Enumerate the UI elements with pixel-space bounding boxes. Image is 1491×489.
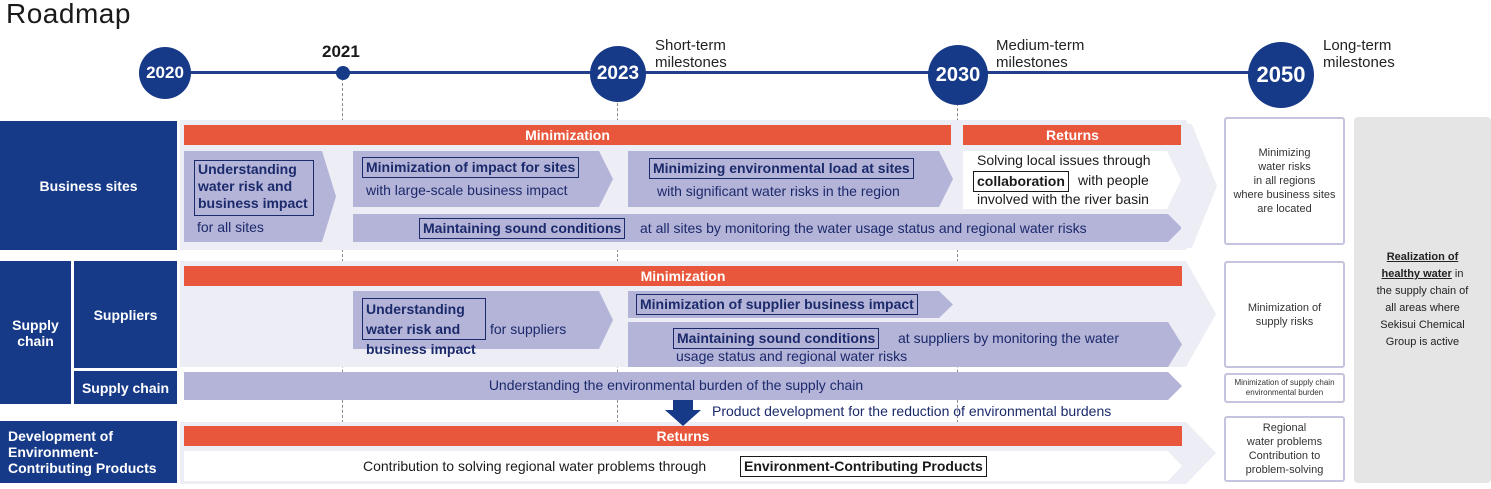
goal-regional-water-problems: Regional water problems Contribution to … [1224,416,1345,482]
medium-term-label: Medium-term milestones [996,37,1085,71]
final-goal-bold-2: healthy water [1381,268,1452,280]
goal-supply-chain-burden: Minimization of supply chain environment… [1224,373,1345,403]
with-people-text: with people [1078,172,1149,188]
understanding-suppliers-line1: Understanding water risk and [366,301,465,337]
minimization-bar-suppliers: Minimization [184,266,1182,286]
arrow-understanding-water-risk [184,151,336,242]
maintaining-sound-suppliers-box: Maintaining sound conditions [673,328,880,349]
arrow-minimization-supplier-impact [628,291,953,318]
minimization-bar-business: Minimization [184,125,951,145]
long-term-label: Long-term milestones [1323,37,1395,71]
row-header-supply-chain: Supply chain [74,371,177,404]
usage-status-text: usage status and regional water risks [676,348,908,364]
understanding-suppliers-line2: business impact [366,341,476,357]
year-2021-dot [336,66,350,80]
arrow-contribution-development [184,451,1182,481]
collaboration-box: collaboration [973,171,1069,192]
contribution-solving-text: Contribution to solving regional water p… [363,458,707,474]
business-sites-arrowhead [1181,124,1217,248]
timeline-line [165,71,1290,74]
understanding-suppliers-box: Understanding water risk and business imp… [362,298,486,357]
arrow-solving-local-issues [963,151,1181,209]
minimization-supplier-impact-box: Minimization of supplier business impact [636,294,918,315]
for-all-sites-text: for all sites [197,219,264,235]
large-scale-impact-text: with large-scale business impact [366,182,568,198]
final-goal-bold-1: Realization of [1386,251,1459,263]
minimization-impact-sites-box: Minimization of impact for sites [362,157,580,178]
row-header-suppliers: Suppliers [74,261,177,368]
arrow-maintaining-sound-suppliers [628,322,1182,367]
understanding-supply-chain-text: Understanding the environmental burden o… [488,377,864,393]
product-development-text: Product development for the reduction of… [712,403,1112,419]
year-2050-circle: 2050 [1248,42,1314,108]
page-title: Roadmap [6,0,131,29]
environment-contributing-products-box: Environment-Contributing Products [740,456,987,477]
at-suppliers-text: at suppliers by monitoring the water [898,330,1119,346]
final-goal-healthy-water: Realization of healthy water in the supp… [1354,117,1491,483]
year-2020-circle: 2020 [139,47,191,99]
final-goal-text-2: the supply chain of all areas where Seki… [1376,285,1469,348]
understanding-water-risk-box: Understanding water risk and business im… [194,160,314,216]
year-2030-circle: 2030 [928,45,988,105]
arrow-minimizing-environmental-load [628,151,953,207]
row-header-supply-chain-group: Supply chain [0,261,71,404]
final-goal-text-1: in [1451,268,1464,280]
short-term-label: Short-term milestones [655,37,727,71]
monitoring-all-sites-text: at all sites by monitoring the water usa… [640,220,1087,236]
river-basin-text: involved with the river basin [977,191,1149,207]
significant-water-risks-text: with significant water risks in the regi… [657,183,900,199]
maintaining-sound-conditions-box: Maintaining sound conditions [419,218,626,239]
goal-minimization-supply-risks: Minimization of supply risks [1224,261,1345,368]
returns-bar-development: Returns [184,426,1182,446]
year-2023-circle: 2023 [590,46,646,102]
returns-bar-business: Returns [963,125,1182,145]
row-header-business-sites: Business sites [0,121,177,250]
solving-local-issues-text: Solving local issues through [977,152,1151,168]
minimizing-environmental-load-box: Minimizing environmental load at sites [649,158,914,179]
goal-minimizing-water-risks: Minimizing water risks in all regions wh… [1224,117,1345,245]
row-header-development: Development of Environment- Contributing… [0,421,177,483]
for-suppliers-text: for suppliers [490,321,567,337]
arrow-minimization-impact-sites [353,151,613,207]
year-2021-label: 2021 [322,42,360,61]
arrow-understanding-supply-chain [184,372,1182,400]
down-arrow-icon [665,400,701,426]
